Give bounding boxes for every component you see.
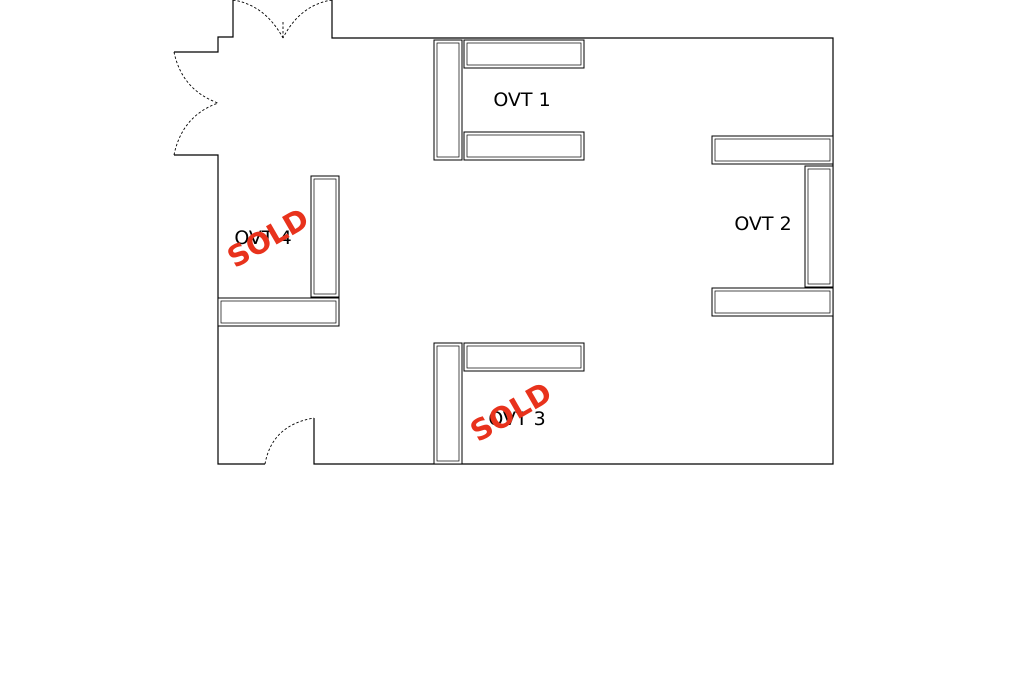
fixture-inner — [466, 345, 582, 369]
fixture-ovt1-top — [463, 39, 585, 69]
booth-ovt3-fixtures — [433, 342, 585, 465]
fixture-inner — [313, 178, 337, 295]
fixture-ovt2-bottom — [711, 287, 834, 317]
door-swing-south — [264, 417, 315, 465]
fixture-ovt2-top — [711, 135, 834, 165]
sold-stamp-ovt3: SOLD — [464, 375, 557, 448]
door-swing-top-right — [282, 0, 333, 39]
fixture-inner — [714, 138, 831, 162]
fixture-ovt2-right — [804, 165, 834, 288]
fixture-inner — [714, 290, 831, 314]
door-swing-top-left — [232, 0, 284, 39]
doors — [173, 0, 333, 465]
fixture-ovt1-bottom — [463, 131, 585, 161]
fixture-ovt3-top — [463, 342, 585, 372]
booth-ovt4-fixtures — [217, 175, 340, 327]
booth-label-ovt2: OVT 2 — [734, 213, 791, 235]
door-swing-west-lower — [173, 102, 219, 156]
fixture-inner — [466, 42, 582, 66]
booth-ovt1-fixtures — [433, 39, 585, 161]
booth-ovt2-fixtures — [711, 135, 834, 317]
fixture-ovt4-bottom — [217, 297, 340, 327]
fixture-inner — [436, 42, 460, 158]
booth-label-ovt4: OVT 4 — [234, 227, 291, 249]
fixture-ovt4-right — [310, 175, 340, 298]
fixture-inner — [220, 300, 337, 324]
booth-label-ovt1: OVT 1 — [493, 89, 550, 111]
fixture-inner — [807, 168, 831, 285]
sold-stamp-ovt4: SOLD — [221, 201, 314, 274]
booth-label-ovt3: OVT 3 — [488, 408, 545, 430]
fixture-inner — [436, 345, 460, 462]
fixture-ovt1-left — [433, 39, 463, 161]
fixture-inner — [466, 134, 582, 158]
fixture-ovt3-left — [433, 342, 463, 465]
door-swing-west-upper — [173, 51, 219, 104]
outer-wall-west — [174, 0, 234, 53]
